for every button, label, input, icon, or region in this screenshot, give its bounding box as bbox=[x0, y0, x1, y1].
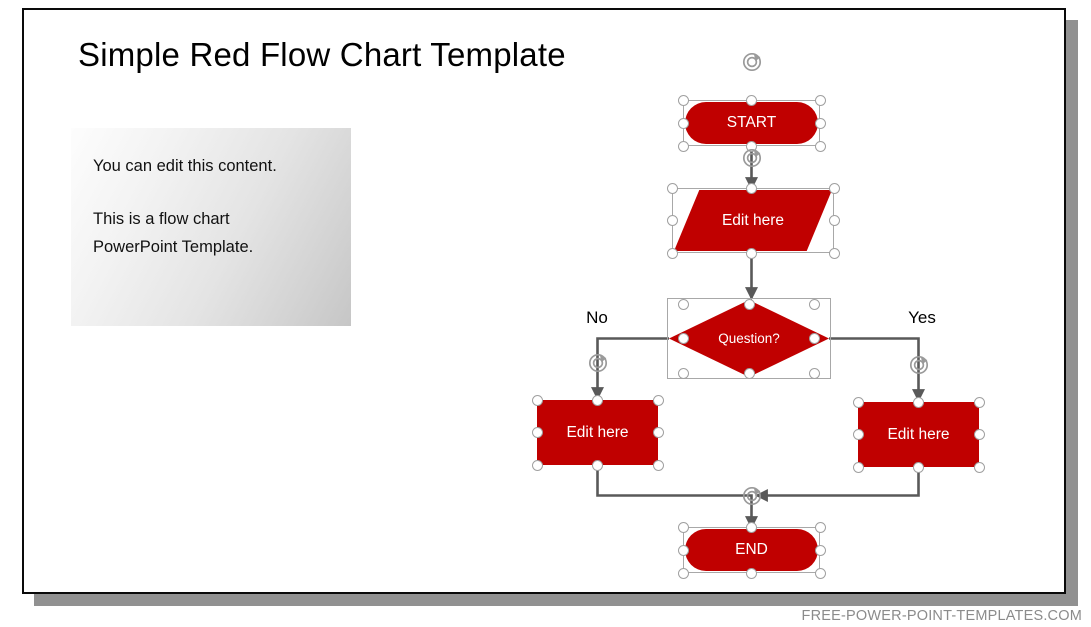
handle-yes-branch-tl[interactable] bbox=[852, 396, 864, 408]
edge-label-yes: Yes bbox=[908, 308, 936, 327]
connector-decision-to-yes-branch[interactable] bbox=[829, 337, 925, 403]
handle-end-bc[interactable] bbox=[746, 567, 757, 579]
handle-end-tc[interactable] bbox=[746, 521, 757, 533]
handle-no-branch-mr[interactable] bbox=[652, 427, 664, 438]
rotation-handle-icon-end-connector[interactable] bbox=[741, 485, 763, 507]
flow-node-yes-branch[interactable]: Edit here bbox=[858, 402, 979, 467]
page-title: Simple Red Flow Chart Template bbox=[78, 36, 566, 73]
handle-end-br[interactable] bbox=[814, 567, 826, 579]
content-line-3: PowerPoint Template. bbox=[93, 238, 254, 256]
presentation-slide: Simple Red Flow Chart Template You can e… bbox=[22, 8, 1066, 594]
handle-no-branch-ml[interactable] bbox=[531, 427, 543, 438]
handle-no-branch-tc[interactable] bbox=[592, 394, 603, 406]
flow-node-start[interactable]: START bbox=[685, 102, 818, 144]
rotation-handle-icon-start[interactable] bbox=[741, 51, 763, 73]
decision-label: Question? bbox=[718, 331, 780, 346]
yes-branch-label: Edit here bbox=[887, 425, 950, 443]
handle-process-bc[interactable] bbox=[746, 247, 757, 259]
flow-node-process[interactable]: Edit here bbox=[674, 190, 832, 251]
end-shape bbox=[685, 529, 818, 571]
start-shape bbox=[685, 102, 818, 144]
handle-decision-bl[interactable] bbox=[677, 367, 689, 379]
handle-yes-branch-mr[interactable] bbox=[973, 429, 985, 440]
handle-yes-branch-tc[interactable] bbox=[913, 396, 924, 408]
footer-watermark: FREE-POWER-POINT-TEMPLATES.COM bbox=[801, 608, 1082, 624]
end-label: END bbox=[735, 541, 768, 558]
handle-no-branch-tr[interactable] bbox=[652, 394, 664, 406]
handle-yes-branch-tr[interactable] bbox=[973, 396, 985, 408]
handle-end-tr[interactable] bbox=[814, 521, 826, 533]
handle-no-branch-bc[interactable] bbox=[592, 459, 603, 471]
handle-decision-mr[interactable] bbox=[808, 333, 820, 344]
handle-process-mr[interactable] bbox=[828, 215, 840, 226]
handle-process-tr[interactable] bbox=[828, 182, 840, 194]
handle-start-br[interactable] bbox=[814, 140, 826, 152]
no-branch-shape bbox=[537, 400, 658, 465]
content-line-1: You can edit this content. bbox=[93, 157, 277, 175]
process-shape bbox=[674, 190, 832, 251]
handle-decision-tc[interactable] bbox=[743, 298, 755, 310]
flow-chart: No Yes START Edit here bbox=[24, 10, 1064, 592]
handle-decision-bc[interactable] bbox=[743, 367, 755, 379]
handle-no-branch-tl[interactable] bbox=[531, 394, 543, 406]
handle-decision-tr[interactable] bbox=[808, 298, 820, 310]
handle-no-branch-br[interactable] bbox=[652, 459, 664, 471]
no-branch-label: Edit here bbox=[566, 423, 629, 441]
handle-decision-br[interactable] bbox=[808, 367, 820, 379]
handle-start-tr[interactable] bbox=[814, 94, 826, 106]
content-text-box[interactable]: You can edit this content. This is a flo… bbox=[71, 128, 351, 326]
connector-yes-branch-to-end[interactable] bbox=[754, 467, 920, 502]
connector-layer bbox=[591, 144, 925, 530]
connector-no-branch-to-end[interactable] bbox=[596, 465, 758, 530]
handle-start-mr[interactable] bbox=[814, 117, 826, 129]
handle-end-bl[interactable] bbox=[677, 567, 689, 579]
handle-process-tl[interactable] bbox=[666, 182, 678, 194]
handle-end-ml[interactable] bbox=[677, 544, 689, 556]
rotation-handle-icon-process[interactable] bbox=[741, 147, 763, 169]
handle-yes-branch-ml[interactable] bbox=[852, 429, 864, 440]
rotation-handle-icon-no-connector[interactable] bbox=[587, 352, 609, 374]
handle-process-br[interactable] bbox=[828, 247, 840, 259]
flow-node-no-branch[interactable]: Edit here bbox=[537, 400, 658, 465]
handle-process-tc[interactable] bbox=[746, 182, 757, 194]
handle-yes-branch-bl[interactable] bbox=[852, 461, 864, 473]
handle-start-tc[interactable] bbox=[746, 94, 757, 106]
handle-process-ml[interactable] bbox=[666, 215, 678, 226]
handle-start-bc[interactable] bbox=[746, 140, 757, 152]
handle-process-bl[interactable] bbox=[666, 247, 678, 259]
content-line-2: This is a flow chart bbox=[93, 210, 230, 228]
handle-yes-branch-bc[interactable] bbox=[913, 461, 924, 473]
handle-end-mr[interactable] bbox=[814, 544, 826, 556]
handle-end-tl[interactable] bbox=[677, 521, 689, 533]
handle-start-tl[interactable] bbox=[677, 94, 689, 106]
start-label: START bbox=[726, 114, 777, 131]
handle-no-branch-bl[interactable] bbox=[531, 459, 543, 471]
flow-node-end[interactable]: END bbox=[685, 529, 818, 571]
edge-label-no: No bbox=[586, 308, 608, 327]
yes-branch-shape bbox=[858, 402, 979, 467]
handle-start-ml[interactable] bbox=[677, 117, 689, 129]
handle-start-bl[interactable] bbox=[677, 140, 689, 152]
connector-decision-to-no-branch[interactable] bbox=[591, 337, 670, 401]
handle-yes-branch-br[interactable] bbox=[973, 461, 985, 473]
handle-decision-ml[interactable] bbox=[677, 333, 689, 344]
flow-node-decision[interactable]: Question? bbox=[669, 300, 829, 377]
rotation-handle-icon-yes-connector[interactable] bbox=[908, 354, 930, 376]
process-label: Edit here bbox=[721, 211, 785, 229]
handle-decision-tl[interactable] bbox=[677, 298, 689, 310]
